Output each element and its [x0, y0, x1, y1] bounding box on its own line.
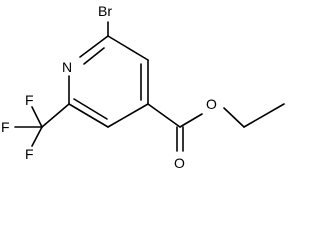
atom-label-o-ester: O [206, 96, 217, 112]
atom-label-n: N [62, 59, 72, 75]
bond-ch2-ch3 [243, 103, 285, 128]
atom-label-f-top: F [25, 92, 34, 108]
bond-cf3-f-bottom [31, 126, 43, 147]
atom-label-o-carbonyl: O [174, 155, 185, 171]
bond-c5-c6-inner [73, 98, 108, 120]
bond-carbonyl-ester-o [179, 113, 203, 128]
substituent-bonds [14, 21, 285, 152]
bond-n-c2 [79, 35, 109, 58]
atom-label-f-left: F [1, 119, 10, 135]
bond-c2-c3 [107, 35, 149, 61]
bond-c4-c5 [107, 103, 149, 128]
atom-label-br: Br [98, 3, 112, 19]
atom-label-f-bottom: F [25, 146, 34, 162]
pyridine-ring [68, 35, 149, 128]
bond-cf3-f-top [31, 106, 43, 128]
bond-n-c2-inner [83, 47, 105, 65]
atom-labels: Br N F F F O O [1, 3, 217, 171]
bond-ester-o-ch2 [223, 107, 245, 128]
bond-c5-c6 [68, 103, 109, 128]
chemical-structure-diagram: Br N F F F O O [1, 3, 285, 171]
bond-c6-cf3 [41, 103, 70, 128]
bond-c4-carbonyl [147, 103, 181, 128]
